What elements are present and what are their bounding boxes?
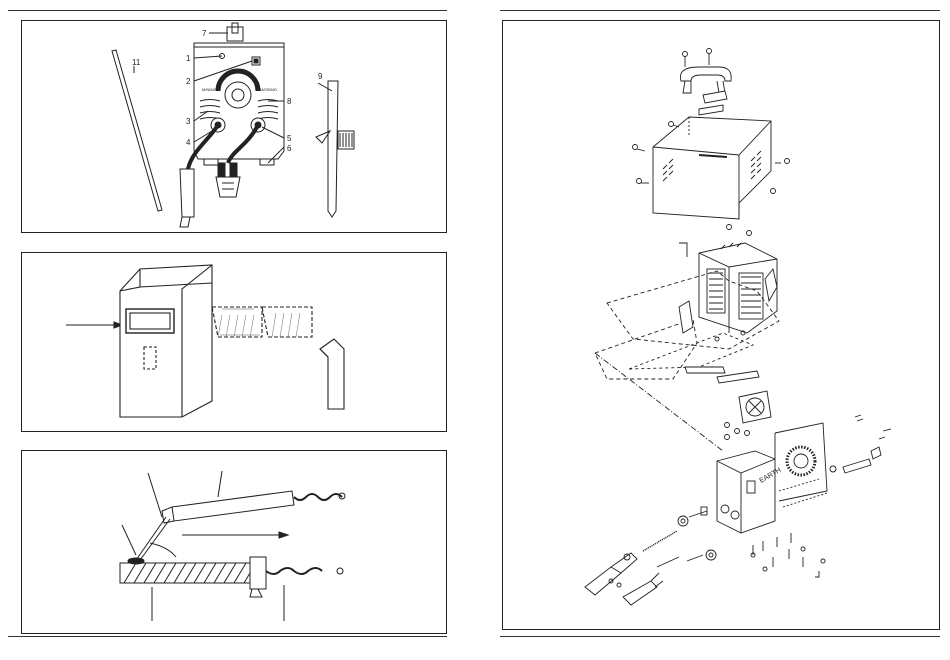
callout-11: 11 <box>132 58 141 67</box>
right-bottom-rule <box>500 636 940 637</box>
callout-4: 4 <box>186 138 191 147</box>
welding-mask-drawing <box>22 253 448 433</box>
exploded-view-drawing: EARTH <box>503 21 941 631</box>
figure-welder-front: MINIMO MASSIMO 1 2 3 4 5 6 7 8 9 11 <box>21 20 447 233</box>
callout-7: 7 <box>202 29 207 38</box>
figure-welding-mask <box>21 252 447 432</box>
callout-9: 9 <box>318 72 323 81</box>
label-min: MINIMO <box>202 87 217 92</box>
figure-exploded-parts: EARTH <box>502 20 940 630</box>
callout-5: 5 <box>287 134 292 143</box>
callout-3: 3 <box>186 117 191 126</box>
welder-front-drawing: MINIMO MASSIMO 1 2 3 4 5 6 7 8 9 11 <box>22 21 448 234</box>
label-max: MASSIMO <box>258 87 277 92</box>
left-bottom-rule <box>8 636 447 637</box>
callout-6: 6 <box>287 144 292 153</box>
right-top-rule <box>500 10 940 11</box>
callout-2: 2 <box>186 77 191 86</box>
figure-welding-technique <box>21 450 447 634</box>
welding-technique-drawing <box>22 451 448 635</box>
left-top-rule <box>8 10 447 11</box>
callout-1: 1 <box>186 54 191 63</box>
callout-8: 8 <box>287 97 292 106</box>
